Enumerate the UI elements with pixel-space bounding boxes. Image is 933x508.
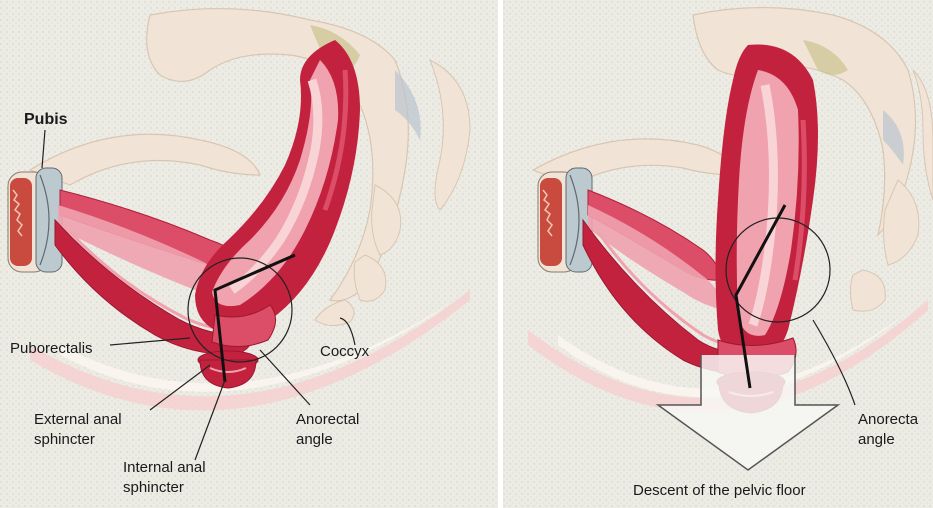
label-internal-anal-sphincter-2: sphincter [123, 479, 184, 496]
label-anorectal-angle-1: Anorecta [858, 411, 919, 428]
label-descent-of-pelvic-floor: Descent of the pelvic floor [633, 482, 806, 499]
left-illustration: Pubis Puborectalis Coccyx External anal … [0, 0, 498, 508]
label-anorectal-angle-1: Anorectal [296, 411, 359, 428]
label-external-anal-sphincter-2: sphincter [34, 431, 95, 448]
label-external-anal-sphincter-1: External anal [34, 411, 122, 428]
right-panel-descent: Anorecta angle Descent of the pelvic flo… [503, 0, 933, 508]
right-illustration: Anorecta angle Descent of the pelvic flo… [503, 0, 933, 508]
left-panel-normal: Pubis Puborectalis Coccyx External anal … [0, 0, 498, 508]
pubis-symphysis [538, 168, 592, 272]
pubis-symphysis [8, 168, 62, 272]
label-coccyx: Coccyx [320, 343, 370, 360]
label-puborectalis: Puborectalis [10, 340, 93, 357]
label-pubis: Pubis [24, 111, 68, 128]
label-anorectal-angle-2: angle [858, 431, 895, 448]
label-anorectal-angle-2: angle [296, 431, 333, 448]
label-internal-anal-sphincter-1: Internal anal [123, 459, 206, 476]
